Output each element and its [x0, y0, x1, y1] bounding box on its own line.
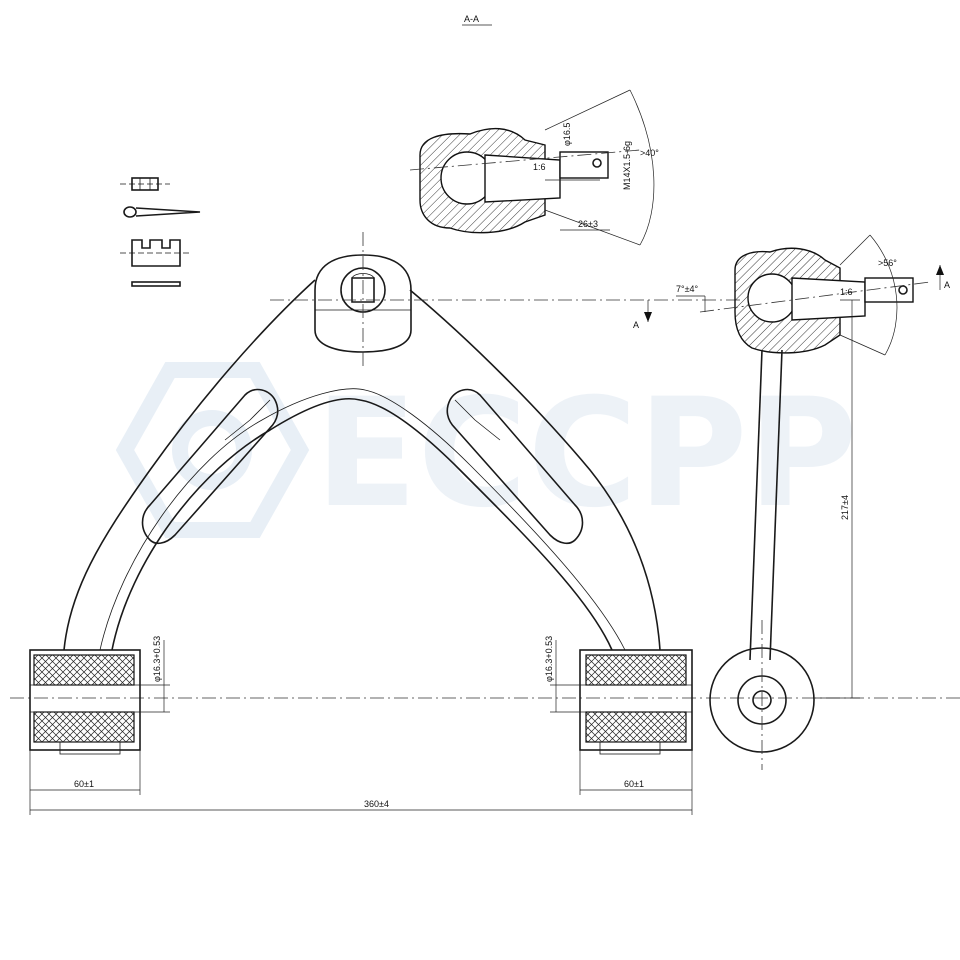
- total-length-label: 360±4: [364, 799, 389, 809]
- section-arrow-left: A: [633, 300, 652, 330]
- angle-top-label: >40°: [640, 148, 659, 158]
- bushing-diameter-right-label: φ16.3+0.53: [544, 636, 554, 682]
- angle-right-label: >56°: [878, 258, 897, 268]
- side-view: 1:6 >56° 7°±4° 217±4 A: [676, 234, 950, 770]
- ball-joint-detail-top: φ16.5 M14X1.5-6g 1:6 >40° 26±3: [409, 89, 659, 246]
- grease-nipple-icon: [120, 177, 170, 191]
- height-label: 217±4: [840, 495, 850, 520]
- section-arrow-left-label: A: [633, 320, 639, 330]
- bushing-diameter-dims: φ16.3+0.53 φ16.3+0.53: [140, 636, 580, 713]
- ball-diameter-label: φ16.5: [562, 123, 572, 146]
- bottom-dimensions: 60±1 60±1 360±4: [29, 750, 693, 815]
- width-left-label: 60±1: [74, 779, 94, 789]
- taper-top-label: 1:6: [533, 162, 546, 172]
- taper-right-label: 1:6: [840, 287, 853, 297]
- cotter-pin-icon: [123, 206, 201, 218]
- castle-nut-icon: [120, 239, 192, 267]
- left-bushing: [29, 649, 141, 755]
- control-arm-body: [63, 279, 661, 651]
- length-top-label: 26±3: [578, 219, 598, 229]
- watermark-text: ECCPP: [315, 367, 858, 541]
- section-arrow-right-label: A: [944, 280, 950, 290]
- right-bushing: [579, 649, 693, 755]
- tilt-label: 7°±4°: [676, 284, 699, 294]
- section-title: A-A: [464, 14, 479, 24]
- thread-label: M14X1.5-6g: [622, 141, 632, 190]
- washer-icon: [131, 281, 181, 287]
- width-right-label: 60±1: [624, 779, 644, 789]
- bushing-diameter-left-label: φ16.3+0.53: [152, 636, 162, 682]
- small-parts: [120, 177, 201, 287]
- watermark-logo: ECCPP: [115, 362, 858, 541]
